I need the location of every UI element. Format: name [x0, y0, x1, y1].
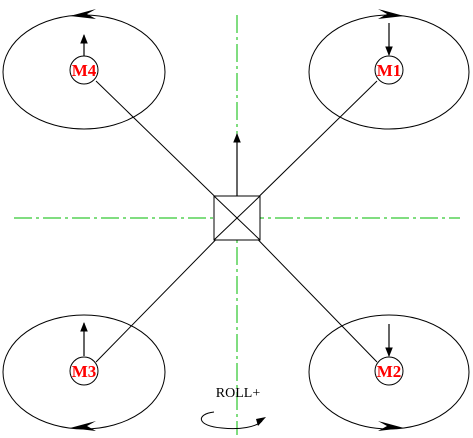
rotation-arrow-m4	[70, 9, 96, 19]
motor-circle-m2	[374, 356, 404, 386]
arm-m2	[236, 217, 378, 363]
motor-label-m3: M3	[72, 362, 97, 381]
arm-m1	[236, 80, 378, 219]
arm-m3	[95, 217, 238, 363]
motor-label-m2: M2	[377, 362, 402, 381]
motor-label-m4: M4	[72, 61, 97, 80]
arm-m4	[95, 80, 238, 219]
motor-label-m1: M1	[377, 61, 402, 80]
rotation-arrow-m2	[378, 421, 404, 431]
roll-label: ROLL+	[216, 386, 261, 401]
roll-rotation-arrowhead	[256, 417, 266, 426]
rotation-arrow-m3	[70, 421, 96, 431]
roll-rotation-arc	[201, 411, 263, 430]
motor-circle-m3	[69, 356, 99, 386]
center-diagonal-2	[213, 195, 261, 241]
rotation-arrow-m1	[378, 9, 404, 19]
motor-circle-m1	[374, 55, 404, 85]
